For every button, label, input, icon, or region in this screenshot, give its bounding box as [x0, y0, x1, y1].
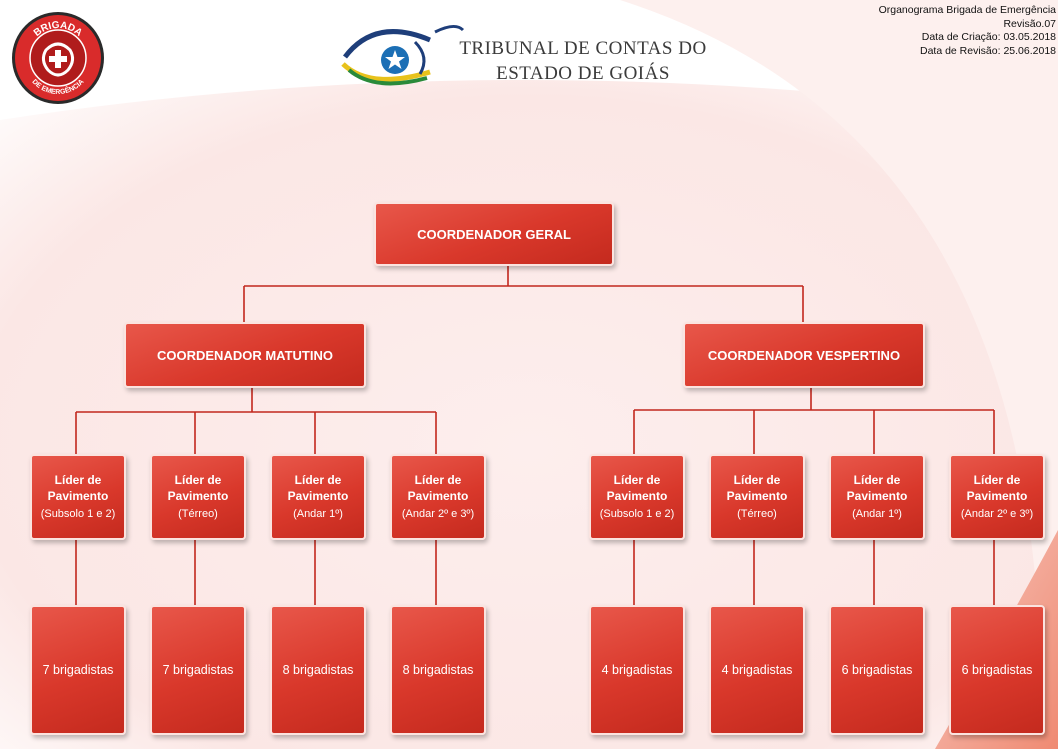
- lider-role: Líder de Pavimento: [167, 473, 229, 503]
- lider-area: (Térreo): [178, 508, 218, 520]
- brigadistas-matutino-3: 8 brigadistas: [270, 605, 366, 735]
- coordenador-geral-label: COORDENADOR GERAL: [417, 226, 571, 242]
- brigadistas-matutino-2: 7 brigadistas: [150, 605, 246, 735]
- lider-role: Líder de Pavimento: [846, 473, 908, 503]
- revision-label: Revisão.07: [1003, 17, 1056, 30]
- brigadistas-vespertino-2: 4 brigadistas: [709, 605, 805, 735]
- lider-matutino-4: Líder de Pavimento (Andar 2º e 3º): [390, 454, 486, 540]
- tce-title-line1: TRIBUNAL DE CONTAS DO: [459, 38, 707, 59]
- creation-date: Data de Criação: 03.05.2018: [921, 31, 1056, 43]
- lider-vespertino-3: Líder de Pavimento (Andar 1º): [829, 454, 925, 540]
- lider-area: (Subsolo 1 e 2): [40, 508, 116, 520]
- tce-goias-logo: [341, 25, 465, 86]
- lider-area: (Andar 1º): [293, 508, 343, 520]
- coordenador-geral-box: COORDENADOR GERAL: [374, 202, 614, 266]
- lider-role: Líder de Pavimento: [606, 473, 668, 503]
- brigadistas-count: 4 brigadistas: [601, 663, 673, 677]
- brigadistas-count: 7 brigadistas: [162, 663, 234, 677]
- lider-role: Líder de Pavimento: [726, 473, 788, 503]
- lider-vespertino-2: Líder de Pavimento (Térreo): [709, 454, 805, 540]
- brigadistas-count: 4 brigadistas: [721, 663, 793, 677]
- brigadistas-matutino-1: 7 brigadistas: [30, 605, 126, 735]
- coordenador-matutino-label: COORDENADOR MATUTINO: [157, 347, 333, 363]
- lider-role: Líder de Pavimento: [407, 473, 469, 503]
- lider-matutino-1: Líder de Pavimento (Subsolo 1 e 2): [30, 454, 126, 540]
- brigada-logo: BRIGADA DE EMERGÊNCIA: [12, 12, 104, 104]
- brigadistas-vespertino-4: 6 brigadistas: [949, 605, 1045, 735]
- coordenador-vespertino-label: COORDENADOR VESPERTINO: [707, 347, 901, 363]
- lider-area: (Andar 2º e 3º): [960, 508, 1034, 520]
- brigadistas-vespertino-1: 4 brigadistas: [589, 605, 685, 735]
- lider-area: (Subsolo 1 e 2): [599, 508, 675, 520]
- brigadistas-count: 8 brigadistas: [282, 663, 354, 677]
- document-title: Organograma Brigada de Emergência: [878, 4, 1056, 16]
- coordenador-vespertino-box: COORDENADOR VESPERTINO: [683, 322, 925, 388]
- svg-text:BRIGADA: BRIGADA: [32, 20, 84, 39]
- document-meta: Organograma Brigada de Emergência Revisã…: [879, 4, 1056, 58]
- lider-area: (Térreo): [737, 508, 777, 520]
- tce-title-line2: ESTADO DE GOIÁS: [496, 63, 670, 84]
- lider-matutino-2: Líder de Pavimento (Térreo): [150, 454, 246, 540]
- brigadistas-vespertino-3: 6 brigadistas: [829, 605, 925, 735]
- brigadistas-count: 7 brigadistas: [42, 663, 114, 677]
- lider-vespertino-1: Líder de Pavimento (Subsolo 1 e 2): [589, 454, 685, 540]
- lider-vespertino-4: Líder de Pavimento (Andar 2º e 3º): [949, 454, 1045, 540]
- revision-date: Data de Revisão: 25.06.2018: [919, 44, 1056, 57]
- lider-matutino-3: Líder de Pavimento (Andar 1º): [270, 454, 366, 540]
- brigadistas-matutino-4: 8 brigadistas: [390, 605, 486, 735]
- brigadistas-count: 8 brigadistas: [402, 663, 474, 677]
- coordenador-matutino-box: COORDENADOR MATUTINO: [124, 322, 366, 388]
- brigadistas-count: 6 brigadistas: [841, 663, 913, 677]
- brigadistas-count: 6 brigadistas: [961, 663, 1033, 677]
- tce-title: TRIBUNAL DE CONTAS DO ESTADO DE GOIÁS: [458, 36, 708, 86]
- lider-role: Líder de Pavimento: [287, 473, 349, 503]
- lider-area: (Andar 2º e 3º): [401, 508, 475, 520]
- lider-role: Líder de Pavimento: [966, 473, 1028, 503]
- lider-area: (Andar 1º): [852, 508, 902, 520]
- lider-role: Líder de Pavimento: [47, 473, 109, 503]
